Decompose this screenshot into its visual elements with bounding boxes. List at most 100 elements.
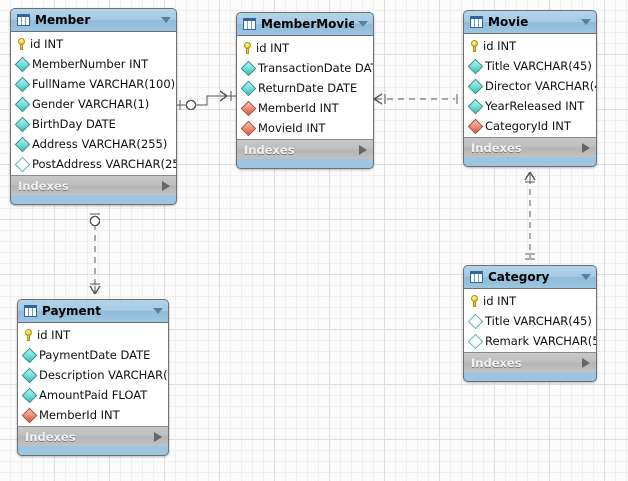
- connector-member-membermovie: [177, 90, 236, 111]
- table-header[interactable]: Payment: [18, 300, 168, 323]
- column-row[interactable]: AmountPaid FLOAT: [18, 385, 168, 405]
- column-row[interactable]: id INT: [464, 291, 596, 311]
- column-list: id INT Title VARCHAR(45) Remark VARCHAR(50…: [464, 289, 596, 352]
- key-icon: [243, 42, 252, 54]
- column-row[interactable]: MemberNumber INT: [11, 54, 176, 74]
- indexes-label: Indexes: [18, 178, 69, 193]
- indexes-section[interactable]: Indexes: [464, 137, 596, 157]
- column-label: id INT: [30, 36, 64, 51]
- table-member[interactable]: Member id INT MemberNumber INT FullName VAR…: [10, 8, 177, 205]
- column-label: id INT: [256, 40, 290, 55]
- column-row[interactable]: MemberId INT: [18, 405, 168, 425]
- column-row[interactable]: Gender VARCHAR(1): [11, 94, 176, 114]
- table-movie[interactable]: Movie id INT Title VARCHAR(45)Director VAR…: [463, 10, 597, 167]
- diamond-icon: [240, 100, 257, 116]
- table-icon: [470, 271, 483, 283]
- column-label: ReturnDate DATE: [258, 80, 358, 95]
- chevron-down-icon[interactable]: [153, 308, 163, 314]
- indexes-section[interactable]: Indexes: [11, 175, 176, 195]
- column-row[interactable]: Title VARCHAR(45): [464, 56, 596, 76]
- column-label: PostAddress VARCHAR(255): [32, 156, 177, 171]
- column-label: CategoryId INT: [485, 118, 571, 133]
- column-label: id INT: [483, 293, 517, 308]
- table-title: Member: [35, 13, 91, 27]
- key-icon: [24, 329, 33, 341]
- column-row[interactable]: MovieId INT: [237, 118, 373, 138]
- column-row[interactable]: FullName VARCHAR(100): [11, 74, 176, 94]
- chevron-down-icon[interactable]: [358, 21, 368, 27]
- table-category[interactable]: Category id INT Title VARCHAR(45) Remark VA…: [463, 265, 597, 382]
- column-row[interactable]: TransactionDate DATE: [237, 58, 373, 78]
- table-header[interactable]: Movie: [464, 11, 596, 34]
- column-label: MemberNumber INT: [32, 56, 149, 71]
- column-label: Remark VARCHAR(500): [485, 333, 596, 348]
- diamond-icon: [14, 56, 31, 72]
- table-icon: [24, 305, 37, 317]
- caret-right-icon[interactable]: [162, 180, 170, 191]
- column-row[interactable]: id INT: [464, 36, 596, 56]
- table-icon: [470, 16, 483, 28]
- column-label: Description VARCHAR(100): [39, 367, 168, 382]
- diamond-icon: [14, 136, 31, 152]
- chevron-down-icon[interactable]: [581, 274, 591, 280]
- table-bottom-strip: [464, 157, 596, 166]
- column-list: id INT MemberNumber INT FullName VARCHAR(1…: [11, 32, 176, 175]
- column-row[interactable]: ReturnDate DATE: [237, 78, 373, 98]
- table-title: MemberMovie: [261, 17, 354, 31]
- diamond-icon: [21, 387, 38, 403]
- indexes-section[interactable]: Indexes: [464, 352, 596, 372]
- chevron-down-icon[interactable]: [581, 19, 591, 25]
- column-label: Title VARCHAR(45): [485, 313, 592, 328]
- table-header[interactable]: MemberMovie: [237, 13, 373, 36]
- column-row[interactable]: id INT: [11, 34, 176, 54]
- table-title: Payment: [42, 304, 101, 318]
- diamond-outline-icon: [467, 333, 484, 349]
- diamond-icon: [14, 96, 31, 112]
- column-row[interactable]: MemberId INT: [237, 98, 373, 118]
- column-row[interactable]: PaymentDate DATE: [18, 345, 168, 365]
- table-membermovie[interactable]: MemberMovie id INT TransactionDate DATE Ret…: [236, 12, 374, 169]
- table-header[interactable]: Category: [464, 266, 596, 289]
- diamond-icon: [21, 367, 38, 383]
- indexes-label: Indexes: [244, 142, 295, 157]
- diamond-icon: [467, 58, 484, 74]
- caret-right-icon[interactable]: [359, 144, 367, 155]
- table-bottom-strip: [18, 446, 168, 455]
- column-label: TransactionDate DATE: [258, 60, 374, 75]
- column-row[interactable]: id INT: [18, 325, 168, 345]
- indexes-section[interactable]: Indexes: [18, 426, 168, 446]
- column-row[interactable]: Title VARCHAR(45): [464, 311, 596, 331]
- diamond-icon: [467, 98, 484, 114]
- table-header[interactable]: Member: [11, 9, 176, 32]
- column-label: PaymentDate DATE: [39, 347, 151, 362]
- key-icon: [17, 38, 26, 50]
- table-bottom-strip: [11, 195, 176, 204]
- column-row[interactable]: CategoryId INT: [464, 116, 596, 136]
- table-payment[interactable]: Payment id INT PaymentDate DATE Description…: [17, 299, 169, 456]
- diamond-outline-icon: [14, 156, 31, 172]
- column-row[interactable]: Description VARCHAR(100): [18, 365, 168, 385]
- chevron-down-icon[interactable]: [161, 17, 171, 23]
- column-label: AmountPaid FLOAT: [39, 387, 148, 402]
- column-row[interactable]: id INT: [237, 38, 373, 58]
- column-label: id INT: [483, 38, 517, 53]
- column-list: id INT PaymentDate DATE Description VARCHA…: [18, 323, 168, 426]
- diamond-icon: [467, 118, 484, 134]
- caret-right-icon[interactable]: [154, 431, 162, 442]
- column-label: Gender VARCHAR(1): [32, 96, 150, 111]
- column-row[interactable]: Director VARCHAR(45): [464, 76, 596, 96]
- caret-right-icon[interactable]: [582, 142, 590, 153]
- column-row[interactable]: YearReleased INT: [464, 96, 596, 116]
- column-label: MemberId INT: [258, 100, 339, 115]
- table-icon: [17, 14, 30, 26]
- column-row[interactable]: PostAddress VARCHAR(255): [11, 154, 176, 174]
- column-label: MovieId INT: [258, 120, 326, 135]
- column-row[interactable]: Remark VARCHAR(500): [464, 331, 596, 351]
- column-row[interactable]: BirthDay DATE: [11, 114, 176, 134]
- connector-movie-category: [524, 171, 536, 260]
- column-row[interactable]: Address VARCHAR(255): [11, 134, 176, 154]
- caret-right-icon[interactable]: [582, 357, 590, 368]
- indexes-section[interactable]: Indexes: [237, 139, 373, 159]
- diamond-icon: [240, 80, 257, 96]
